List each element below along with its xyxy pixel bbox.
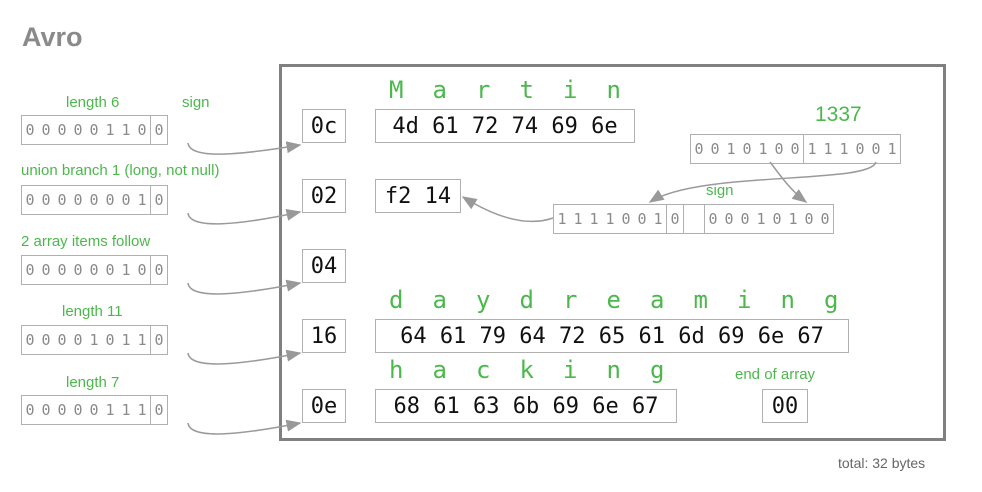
arrow-row-5 <box>187 419 302 435</box>
byte-box-04: 04 <box>302 249 346 283</box>
arrow-row-3 <box>187 279 302 295</box>
sign-bit: 0 <box>150 186 167 214</box>
end-of-array-label: end of array <box>735 366 816 383</box>
sign-label-number: sign <box>706 182 734 199</box>
sign-bit: 0 <box>666 205 683 233</box>
row-label-union-branch: union branch 1 (long, not null) <box>21 162 220 179</box>
sign-bit: 0 <box>150 116 167 144</box>
row-label-array-items: 2 array items follow <box>21 233 151 250</box>
arrow-row-1 <box>187 141 302 155</box>
arrow-low-bits <box>648 161 877 203</box>
arrow-high-bits <box>769 161 808 203</box>
byte-box-02: 02 <box>302 179 346 213</box>
total-bytes-label: total: 32 bytes <box>838 455 926 471</box>
arrow-to-hex <box>461 196 554 223</box>
sign-bit: 0 <box>150 256 167 284</box>
row-label-length-7: length 7 <box>66 374 120 391</box>
arrow-row-4 <box>187 349 302 365</box>
hex-box-1337: f2 14 <box>375 179 461 213</box>
byte-box-0e: 0e <box>302 389 346 423</box>
sign-label-top: sign <box>182 94 210 111</box>
byte-box-0c: 0c <box>302 109 346 143</box>
sign-bit: 0 <box>150 396 167 424</box>
byte-box-00: 00 <box>762 389 808 423</box>
page-title: Avro <box>22 22 83 52</box>
avro-bytes-frame <box>279 64 946 441</box>
hex-box-daydreaming: 64 61 79 64 72 65 61 6d 69 6e 67 <box>375 319 849 353</box>
row-label-length-11: length 11 <box>62 303 123 320</box>
arrow-row-2 <box>187 208 302 225</box>
row-label-length-6: length 6 <box>66 94 120 111</box>
number-value-label: 1337 <box>815 103 862 126</box>
byte-box-16: 16 <box>302 319 346 353</box>
hex-box-hacking: 68 61 63 6b 69 6e 67 <box>375 389 677 423</box>
sign-bit: 0 <box>150 326 167 354</box>
hex-box-martin: 4d 61 72 74 69 6e <box>375 109 635 143</box>
